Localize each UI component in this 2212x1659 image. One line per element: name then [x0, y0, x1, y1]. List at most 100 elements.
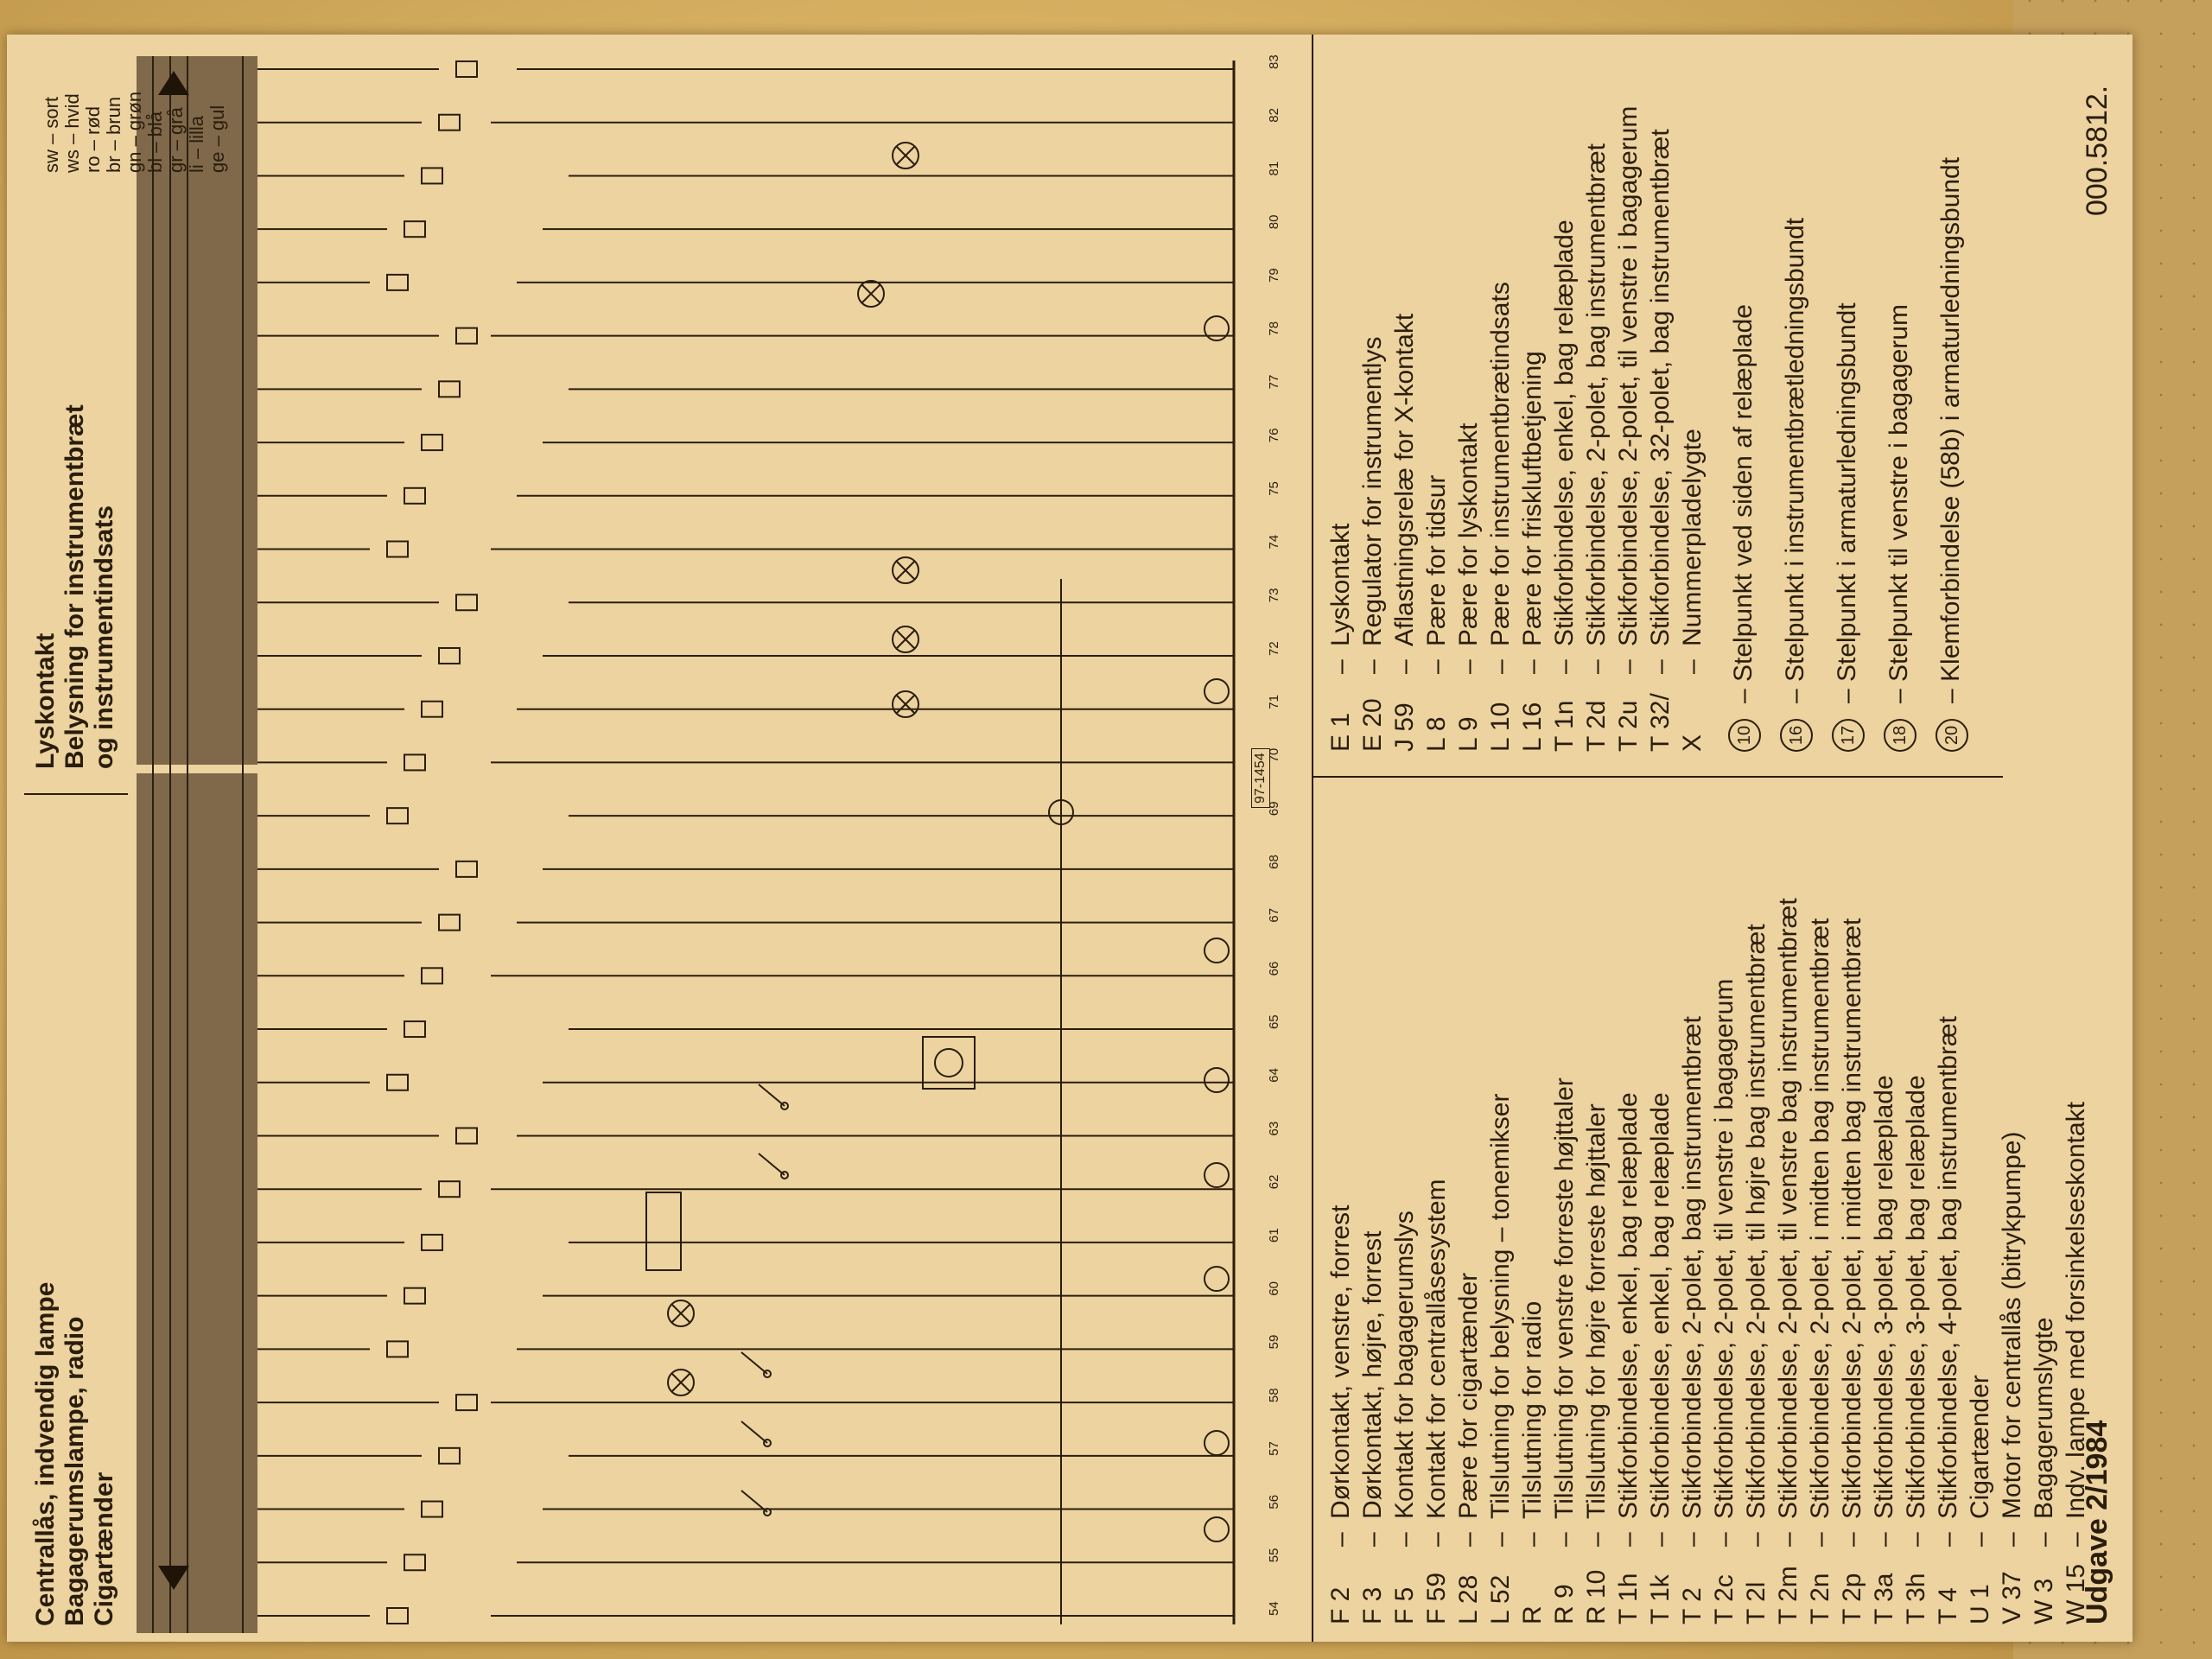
component-description: Stikforbindelse, enkel, bag relæplade	[1646, 1092, 1675, 1519]
legend-row: L 8–Pære for tidsur	[1421, 475, 1452, 752]
connector-block	[386, 1340, 409, 1358]
ground-point-symbol	[1204, 1266, 1230, 1292]
track-number: 81	[1267, 161, 1281, 176]
connector-block	[455, 1394, 478, 1412]
dash: –	[1614, 1532, 1643, 1547]
track-number: 82	[1267, 108, 1281, 123]
switch-contact	[741, 1351, 768, 1375]
ground-point-symbol	[1204, 1430, 1230, 1456]
connector-block	[438, 380, 461, 398]
component-code: L 9	[1454, 716, 1483, 752]
legend-row: T 2p–Stikforbindelse, 2-polet, i midten …	[1836, 918, 1868, 1624]
dash: –	[1774, 1532, 1802, 1547]
component-description: Pære for tidsur	[1422, 474, 1451, 646]
component-code: F 5	[1390, 1586, 1419, 1624]
track-number: 61	[1267, 1228, 1281, 1243]
connector-block	[455, 594, 478, 612]
component-code: L 8	[1422, 716, 1451, 752]
component-description: Stikforbindelse, 3-polet, bag relæplade	[1870, 1075, 1898, 1519]
legend-row: T 2–Stikforbindelse, 2-polet, bag instru…	[1676, 1016, 1708, 1624]
dash: –	[2030, 1532, 2058, 1547]
legend-row: R–Tilslutning for radio	[1516, 1301, 1548, 1624]
component-code: T 2u	[1614, 700, 1643, 753]
connector-block	[438, 913, 461, 931]
lamp-symbol	[892, 626, 919, 653]
component-description: Cigartænder	[1966, 1375, 1994, 1519]
legend-row: L 16–Pære for friskluftbetjening	[1516, 351, 1548, 752]
connector-block	[421, 1500, 443, 1518]
component-code: V 37	[1998, 1571, 2026, 1624]
connector-block	[386, 273, 409, 291]
connector-block	[438, 1446, 461, 1465]
switch-pivot	[763, 1439, 772, 1447]
switch-contact	[741, 1421, 768, 1444]
colour-key-row: gr – grå	[165, 107, 187, 173]
legend-row: E 20–Regulator for instrumentlys	[1357, 337, 1389, 752]
track-number: 60	[1267, 1281, 1281, 1296]
ground-point-number: 16	[1780, 719, 1814, 752]
track-number: 54	[1267, 1601, 1281, 1616]
dash: –	[1710, 1532, 1738, 1547]
component-code: T 2c	[1710, 1574, 1738, 1624]
track-number: 69	[1267, 801, 1281, 817]
component-code: E 1	[1326, 712, 1355, 752]
ground-point-symbol	[1204, 938, 1230, 963]
connector-block	[386, 1607, 409, 1624]
legend-row: T 1k–Stikforbindelse, enkel, bag relæpla…	[1644, 1092, 1676, 1624]
dash: –	[1422, 1532, 1451, 1547]
dash: –	[1518, 659, 1547, 674]
connector-block	[386, 1073, 409, 1091]
component-code: R 10	[1582, 1569, 1611, 1624]
component-code: X	[1678, 734, 1707, 752]
wiring-diagram-sheet: Centrallås, indvendig lampe Bagagerumsla…	[7, 35, 2133, 1642]
dash: –	[1934, 1532, 1962, 1547]
connector-block	[404, 1020, 426, 1039]
component-description: Stikforbindelse, 2-polet, i midten bag i…	[1806, 918, 1834, 1519]
connector-block	[438, 1180, 461, 1198]
component-code: L 16	[1518, 702, 1547, 752]
central-lock-motor	[645, 1192, 682, 1271]
component-code: J 59	[1390, 702, 1419, 752]
colour-key-row: ws – hvid	[61, 93, 83, 173]
legend-separator	[1312, 35, 1313, 1642]
colour-key-row: ro – rød	[82, 105, 104, 173]
lamp-cross	[896, 695, 915, 714]
dash: –	[1358, 659, 1387, 674]
component-description: Stikforbindelse, enkel, bag relæplade	[1614, 1092, 1643, 1519]
legend-row: W 3–Bagagerumslygte	[2028, 1318, 2060, 1624]
ground-point-symbol	[1204, 678, 1230, 704]
connector-block	[404, 753, 426, 772]
wiring-schematic	[257, 60, 1236, 1624]
legend-row: T 2n–Stikforbindelse, 2-polet, i midten …	[1804, 918, 1836, 1624]
legend-row: U 1–Cigartænder	[1964, 1375, 1996, 1624]
component-description: Stikforbindelse, 4-polet, bag instrument…	[1934, 1016, 1962, 1519]
component-description: Tilslutning for radio	[1518, 1300, 1547, 1519]
ground-point-row: 17– Stelpunkt i armaturledningsbundt	[1830, 302, 1866, 752]
component-code: T 4	[1934, 1587, 1962, 1624]
component-description: Tilslutning for belysning – tonemikser	[1486, 1093, 1515, 1519]
component-code: E 20	[1358, 698, 1387, 752]
legend-row: T 2c–Stikforbindelse, 2-polet, til venst…	[1708, 979, 1740, 1624]
component-description: Dørkontakt, højre, forrest	[1358, 1230, 1387, 1519]
colour-key-row: br – brun	[103, 96, 124, 173]
legend-row: F 5–Kontakt for bagagerumslys	[1389, 1211, 1421, 1624]
connector-block	[386, 540, 409, 558]
ground-point-number: 18	[1884, 719, 1917, 752]
legend-row: J 59–Aflastningsrelæ for X-kontakt	[1389, 314, 1421, 752]
colour-key-row: bl – blå	[144, 111, 166, 173]
lamp-cross	[861, 284, 880, 303]
ground-point-row: 10– Stelpunkt ved siden af relæplade	[1726, 304, 1762, 752]
connector-block	[421, 167, 443, 185]
dash: –	[1838, 1532, 1866, 1547]
component-code: T 2n	[1806, 1573, 1834, 1625]
component-code: T 2p	[1838, 1573, 1866, 1625]
component-code: T 2l	[1742, 1581, 1770, 1624]
track-number: 72	[1267, 641, 1281, 656]
track-number: 58	[1267, 1388, 1281, 1403]
connector-block	[438, 646, 461, 664]
dash: –	[1966, 1532, 1994, 1547]
component-description: Stikforbindelse, 2-polet, bag instrument…	[1678, 1016, 1707, 1519]
dash: –	[1998, 1532, 2026, 1547]
ground-point-description: Klemforbindelse (58b) i armaturledningsb…	[1936, 156, 1965, 682]
track-number: 59	[1267, 1334, 1281, 1350]
